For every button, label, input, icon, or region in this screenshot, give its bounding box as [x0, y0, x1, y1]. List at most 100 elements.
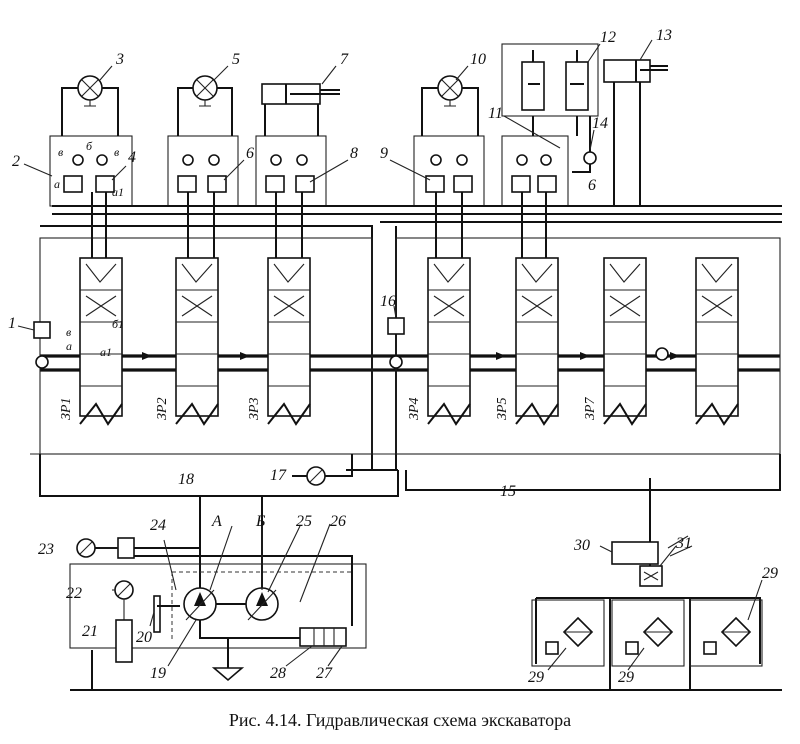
label-9: 9	[380, 145, 388, 162]
distributor-zr7	[603, 257, 647, 426]
drain-valve	[211, 667, 245, 682]
distributor-zr5	[515, 257, 559, 426]
label-6b: 6	[588, 177, 596, 194]
cylinder-7	[261, 83, 340, 122]
valve-block-6	[167, 135, 239, 207]
label-13: 13	[656, 27, 672, 44]
label-26: 26	[330, 513, 346, 530]
letter-pump-a: А	[211, 513, 222, 530]
label-15: 15	[500, 483, 516, 500]
filter-diamonds	[545, 616, 752, 655]
check-valve-14	[572, 116, 597, 173]
label-29c: 29	[762, 565, 778, 582]
check-valves-row	[63, 154, 557, 193]
label-10: 10	[470, 51, 486, 68]
distributor-zr2	[175, 257, 219, 426]
return-line-15	[39, 454, 781, 497]
label-4: 4	[128, 149, 136, 166]
label-31: 31	[675, 535, 692, 552]
label-zr5: ЗР5	[495, 398, 510, 420]
number-labels: 3 5 7 10 12 13 4 2 6 8 9 11 14 6 1 16 17…	[8, 27, 778, 686]
label-22: 22	[66, 585, 82, 602]
label-7: 7	[340, 51, 349, 68]
letter-v2: в	[114, 145, 119, 159]
tank-return	[70, 650, 782, 691]
label-17: 17	[270, 467, 287, 484]
sensor-1	[33, 321, 51, 369]
figure-caption: Рис. 4.14. Гидравлическая схема экскават…	[229, 710, 571, 730]
label-14: 14	[592, 115, 608, 132]
label-18: 18	[178, 471, 194, 488]
cylinders-12	[501, 43, 599, 117]
motor-5	[177, 75, 233, 122]
pump-B-25	[245, 587, 279, 621]
label-11: 11	[488, 105, 503, 122]
gauge-17	[292, 454, 353, 486]
letter-dist-a: в	[66, 325, 71, 339]
distributor-zr8	[695, 257, 739, 426]
label-25: 25	[296, 513, 312, 530]
label-1: 1	[8, 315, 16, 332]
label-zr1: ЗР1	[59, 398, 74, 420]
pump-A-19	[183, 587, 217, 621]
label-19: 19	[150, 665, 166, 682]
pump-shaft	[199, 603, 300, 668]
pilot-lines	[61, 116, 578, 258]
distributor-zr4	[427, 257, 471, 426]
sensor-16	[387, 317, 405, 369]
check-valve-right	[655, 347, 669, 361]
label-23: 23	[38, 541, 54, 558]
label-12: 12	[600, 29, 616, 46]
label-2: 2	[12, 153, 20, 170]
label-29b: 29	[618, 669, 634, 686]
letter-a1sub: а1	[112, 185, 124, 199]
manifold-lines	[30, 205, 782, 471]
accumulator-30	[611, 478, 659, 578]
letter-dist-e: а1	[100, 345, 112, 359]
distributor-group-left	[39, 237, 373, 455]
label-21: 21	[82, 623, 98, 640]
label-6: 6	[246, 145, 254, 162]
label-16: 16	[380, 293, 396, 310]
cooler-31	[639, 535, 693, 587]
label-28: 28	[270, 665, 286, 682]
motor-3	[61, 75, 119, 122]
label-3: 3	[115, 51, 124, 68]
valve-block-8	[255, 135, 327, 207]
pump-lines	[134, 547, 353, 626]
letter-a1: а	[54, 177, 60, 191]
valve-block-9	[413, 135, 485, 207]
tank-breather-20	[153, 595, 180, 633]
gauge-22	[114, 580, 134, 663]
letter-labels: в б в а а1 А Б в а б1 а1	[54, 139, 266, 530]
label-29a: 29	[528, 669, 544, 686]
distributor-zr1	[79, 257, 123, 426]
letter-v1: в	[58, 145, 63, 159]
valve-27-28	[299, 627, 347, 647]
distributor-zr3	[267, 257, 311, 426]
letter-dist-b: а	[66, 339, 72, 353]
letter-dist-d: б1	[112, 317, 124, 331]
filter-frame-lines	[535, 597, 761, 690]
filter-29-a	[531, 599, 605, 667]
label-zr7: ЗР7	[583, 397, 598, 420]
pump-station-frame	[69, 563, 367, 649]
letter-b1: б	[86, 139, 93, 153]
pump-supply-lines	[199, 496, 263, 596]
label-20: 20	[136, 629, 152, 646]
distributor-group-right	[395, 237, 781, 455]
flow-arrows	[142, 352, 680, 360]
filter-29-b	[611, 599, 685, 667]
label-24: 24	[150, 517, 166, 534]
cylinder-13	[603, 59, 668, 206]
label-8: 8	[350, 145, 358, 162]
distributor-labels: ЗР1 ЗР2 ЗР3 ЗР4 ЗР5 ЗР7	[59, 397, 598, 420]
drain-lines	[171, 571, 352, 640]
label-zr3: ЗР3	[247, 398, 262, 420]
label-5: 5	[232, 51, 240, 68]
filter-29-c	[689, 599, 763, 667]
letter-pump-b: Б	[255, 513, 266, 530]
leader-lines	[17, 39, 763, 671]
label-27: 27	[316, 665, 333, 682]
